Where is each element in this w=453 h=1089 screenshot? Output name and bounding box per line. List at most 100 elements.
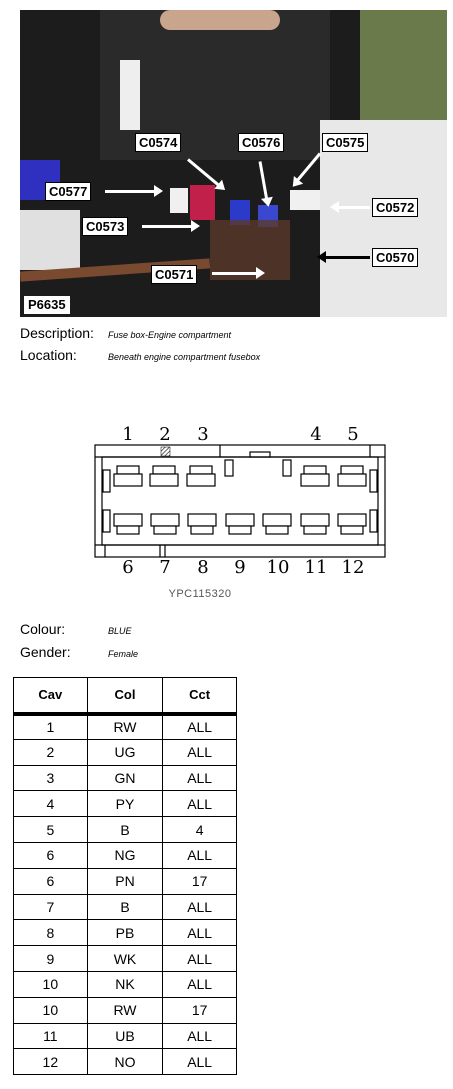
sleeve: [360, 10, 447, 120]
arrow-c0573: [142, 220, 200, 232]
white-connector-2: [290, 190, 320, 210]
callout-c0577: C0577: [45, 182, 92, 201]
description-value: Fuse box-Engine compartment: [108, 330, 232, 340]
location-value: Beneath engine compartment fusebox: [108, 352, 261, 362]
white-connector: [170, 188, 188, 213]
callout-c0573: C0573: [82, 217, 129, 236]
arrow-c0577: [105, 185, 163, 197]
cell-cct: ALL: [162, 1022, 237, 1050]
cell-cav: 3: [13, 764, 88, 792]
arrow-c0571: [212, 267, 265, 279]
cell-col: UB: [86, 1022, 164, 1050]
colour-row: Colour:BLUE: [20, 621, 132, 637]
cell-col: RW: [86, 996, 164, 1024]
cell-col: WK: [86, 945, 164, 972]
callout-c0571: C0571: [151, 265, 198, 284]
arrow-c0570: [317, 251, 370, 263]
pin-label-12: 12: [341, 557, 365, 578]
cell-col: GN: [86, 764, 164, 792]
top-cavities: [113, 465, 367, 487]
cell-cav: 8: [13, 919, 88, 947]
cell-cct: ALL: [162, 919, 237, 947]
pin-label-2: 2: [159, 424, 171, 445]
pin-label-9: 9: [234, 557, 246, 578]
pin-2-keyway: [160, 446, 171, 457]
cell-cct: 4: [162, 816, 237, 843]
cell-cav: 6: [13, 867, 88, 895]
cell-col: B: [86, 893, 164, 921]
header-cct: Cct: [162, 677, 237, 716]
pin-label-10: 10: [266, 557, 290, 578]
callout-c0570: C0570: [372, 248, 419, 267]
blue-connector: [230, 200, 250, 225]
callout-c0572: C0572: [372, 198, 419, 217]
pin-label-8: 8: [197, 557, 209, 578]
connector-location-photo: C0574 C0576 C0575 C0577 C0572 C0573 C057…: [20, 10, 447, 317]
connector-face-diagram: [94, 444, 386, 558]
label-strip: [120, 60, 140, 130]
arrow-c0574: [187, 158, 220, 187]
cell-col: NG: [86, 841, 164, 869]
hand: [160, 10, 280, 30]
cell-cav: 10: [13, 996, 88, 1024]
cell-cct: ALL: [162, 970, 237, 998]
cell-cav: 2: [13, 738, 88, 766]
wire-bundle: [210, 220, 290, 280]
cell-cav: 10: [13, 970, 88, 998]
white-block: [20, 210, 80, 270]
photo-id-label: P6635: [24, 296, 70, 314]
cell-col: PN: [86, 867, 164, 895]
cell-col: NK: [86, 970, 164, 998]
location-row: Location: Beneath engine compartment fuse…: [20, 347, 260, 363]
header-cav: Cav: [13, 677, 88, 716]
cell-col: PY: [86, 790, 164, 818]
pin-label-5: 5: [347, 424, 359, 445]
callout-c0576: C0576: [238, 133, 285, 152]
cell-cav: 12: [13, 1048, 88, 1076]
pin-label-1: 1: [122, 424, 134, 445]
gender-value: Female: [108, 649, 139, 659]
cell-cav: 4: [13, 790, 88, 818]
cell-col: PB: [86, 919, 164, 947]
pin-label-3: 3: [197, 424, 209, 445]
callout-c0574: C0574: [135, 133, 182, 152]
cell-cct: 17: [162, 867, 237, 895]
cell-col: UG: [86, 738, 164, 766]
pin-label-6: 6: [122, 557, 134, 578]
cell-cct: ALL: [162, 893, 237, 921]
pin-label-7: 7: [159, 557, 171, 578]
part-number: YPC115320: [168, 588, 232, 600]
colour-value: BLUE: [108, 626, 132, 636]
latch: [249, 451, 271, 458]
cell-cct: ALL: [162, 1048, 237, 1076]
pin-label-4: 4: [310, 424, 322, 445]
cell-cav: 11: [13, 1022, 88, 1050]
red-connector: [190, 185, 215, 220]
cell-cct: ALL: [162, 713, 237, 740]
white-cover: [320, 120, 447, 317]
cell-col: NO: [86, 1048, 164, 1076]
cell-cav: 6: [13, 841, 88, 869]
gender-row: Gender:Female: [20, 644, 138, 660]
cell-cct: ALL: [162, 841, 237, 869]
location-label: Location:: [20, 347, 77, 363]
description-label: Description:: [20, 325, 94, 341]
table-header-row: Cav Col Cct: [13, 677, 237, 716]
cell-col: B: [86, 816, 164, 843]
cell-cct: ALL: [162, 945, 237, 972]
cell-cct: 17: [162, 996, 237, 1024]
cell-cav: 5: [13, 816, 88, 843]
